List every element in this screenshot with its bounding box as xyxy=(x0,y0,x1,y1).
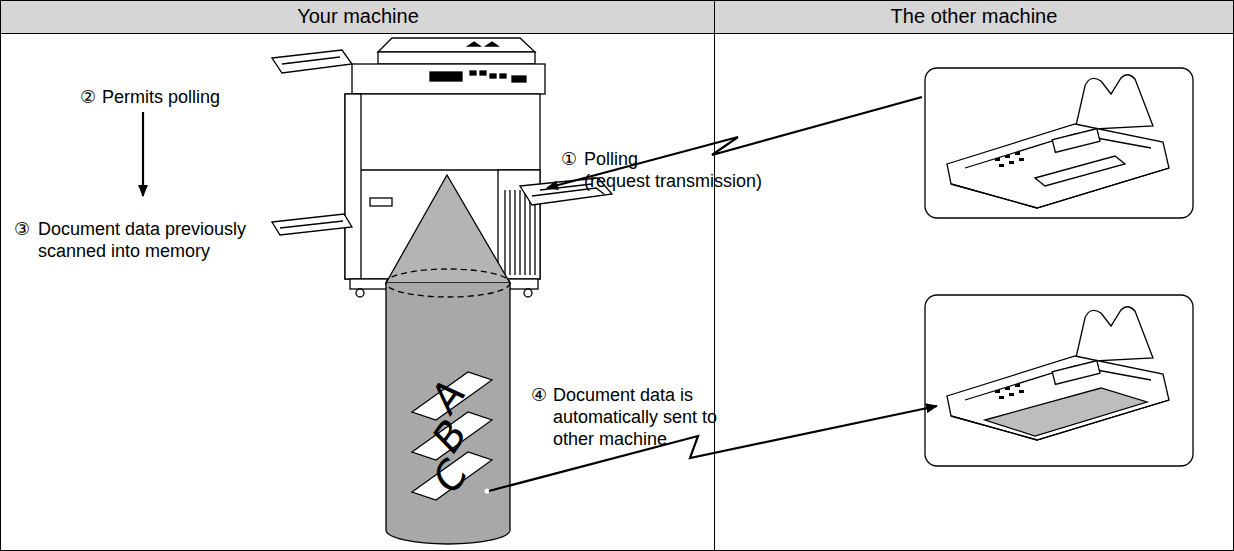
column-heading: Your machine xyxy=(1,1,715,34)
step-label: Document data is automatically sent to o… xyxy=(553,384,733,450)
copier-illustration xyxy=(272,38,612,297)
wrap-spacer xyxy=(679,148,774,168)
callout-number: ① xyxy=(561,148,577,170)
document-letter: A xyxy=(424,373,472,418)
signal-arrows xyxy=(143,97,937,491)
step-label: Document data previously scanned into me… xyxy=(38,218,250,262)
callout-number: ② xyxy=(80,86,96,108)
column-heading: The other machine xyxy=(715,1,1233,34)
step-label: Permits polling xyxy=(102,86,220,108)
document-letter: C xyxy=(426,453,475,499)
step-label: Polling (request transmission) xyxy=(584,148,774,192)
document-letter: B xyxy=(426,413,475,458)
memory-cylinder xyxy=(386,175,510,544)
callout-number: ③ xyxy=(14,218,30,240)
fax-illustration-top xyxy=(925,68,1193,218)
fax-illustration-bottom xyxy=(925,295,1193,466)
callout-number: ④ xyxy=(531,384,547,406)
